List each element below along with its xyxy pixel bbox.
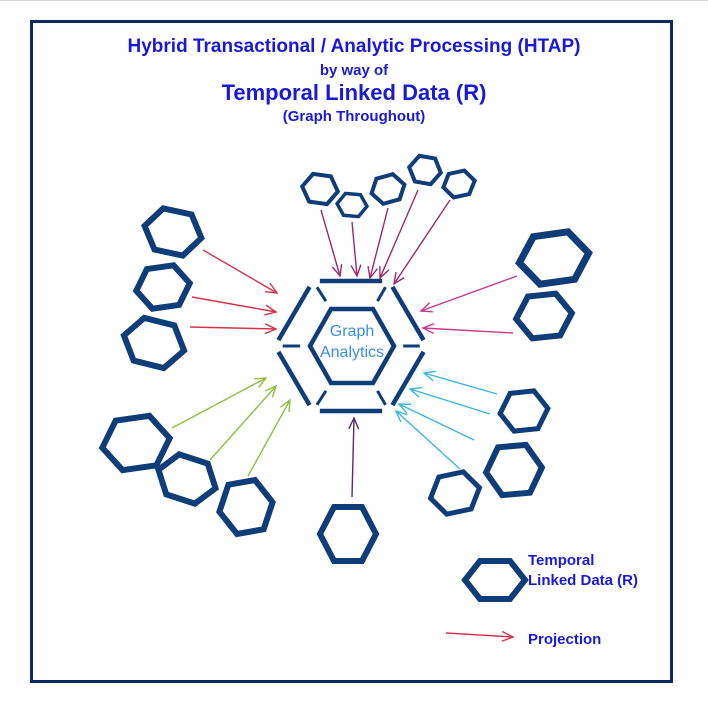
title-line-3: Temporal Linked Data (R): [221, 80, 487, 105]
center-label-line-1: Graph: [330, 323, 374, 340]
node-left-3: [120, 314, 188, 372]
arrow-bl-2: [209, 384, 278, 461]
top-divider: [0, 0, 708, 1]
arrow-legend: [445, 630, 515, 642]
node-left-1: [141, 205, 205, 259]
projection-arrows: [171, 189, 518, 642]
arrow-left-2: [191, 296, 278, 316]
hub-shape: [276, 278, 426, 414]
node-left-2: [132, 262, 194, 312]
arrow-top-1: [320, 209, 343, 278]
node-legend: [461, 558, 529, 602]
node-right-2: [512, 290, 576, 342]
arrow-left-1: [202, 249, 279, 294]
node-bottom-left-1: [98, 412, 174, 474]
node-bottom-left-3: [216, 476, 276, 538]
arrow-right-3: [422, 370, 498, 395]
node-top-2: [334, 191, 370, 219]
node-right-5: [427, 469, 483, 517]
arrow-bottom: [348, 416, 360, 498]
arrow-bl-1: [171, 377, 268, 429]
arrow-top-4: [379, 189, 419, 280]
node-right-3: [497, 388, 551, 434]
node-top-1: [299, 171, 341, 207]
arrow-right-6: [394, 409, 461, 470]
arrow-right-2: [421, 323, 514, 335]
arrow-right-1: [419, 275, 518, 313]
node-right-1: [515, 228, 593, 288]
graph-analytics-hub: Graph Analytics: [276, 278, 426, 414]
center-label-line-2: Analytics: [320, 344, 384, 361]
legend-node-label: Temporal Linked Data (R): [528, 552, 639, 589]
node-right-4: [482, 441, 546, 499]
node-bottom-left-2: [154, 451, 220, 507]
title-line-2: by way of: [319, 62, 389, 79]
linked-data-nodes: [98, 153, 593, 602]
arrow-top-5: [393, 199, 451, 286]
arrow-bl-3: [247, 398, 291, 477]
arrow-left-3: [189, 323, 278, 335]
arrow-top-3: [367, 207, 389, 280]
arrow-right-5: [397, 403, 475, 441]
legend-arrow-label: Projection: [528, 631, 602, 648]
node-top-4: [406, 153, 444, 187]
arrow-right-4: [408, 386, 491, 415]
node-top-5: [440, 168, 478, 200]
title-line-4: (Graph Throughout): [282, 108, 426, 125]
title-line-1: Hybrid Transactional / Analytic Processi…: [127, 36, 581, 57]
node-top-3: [369, 172, 407, 206]
arrow-top-2: [350, 221, 362, 278]
node-bottom-center: [316, 504, 380, 564]
hub-inner-hexagon: [307, 306, 397, 386]
diagram-frame: [30, 20, 673, 683]
